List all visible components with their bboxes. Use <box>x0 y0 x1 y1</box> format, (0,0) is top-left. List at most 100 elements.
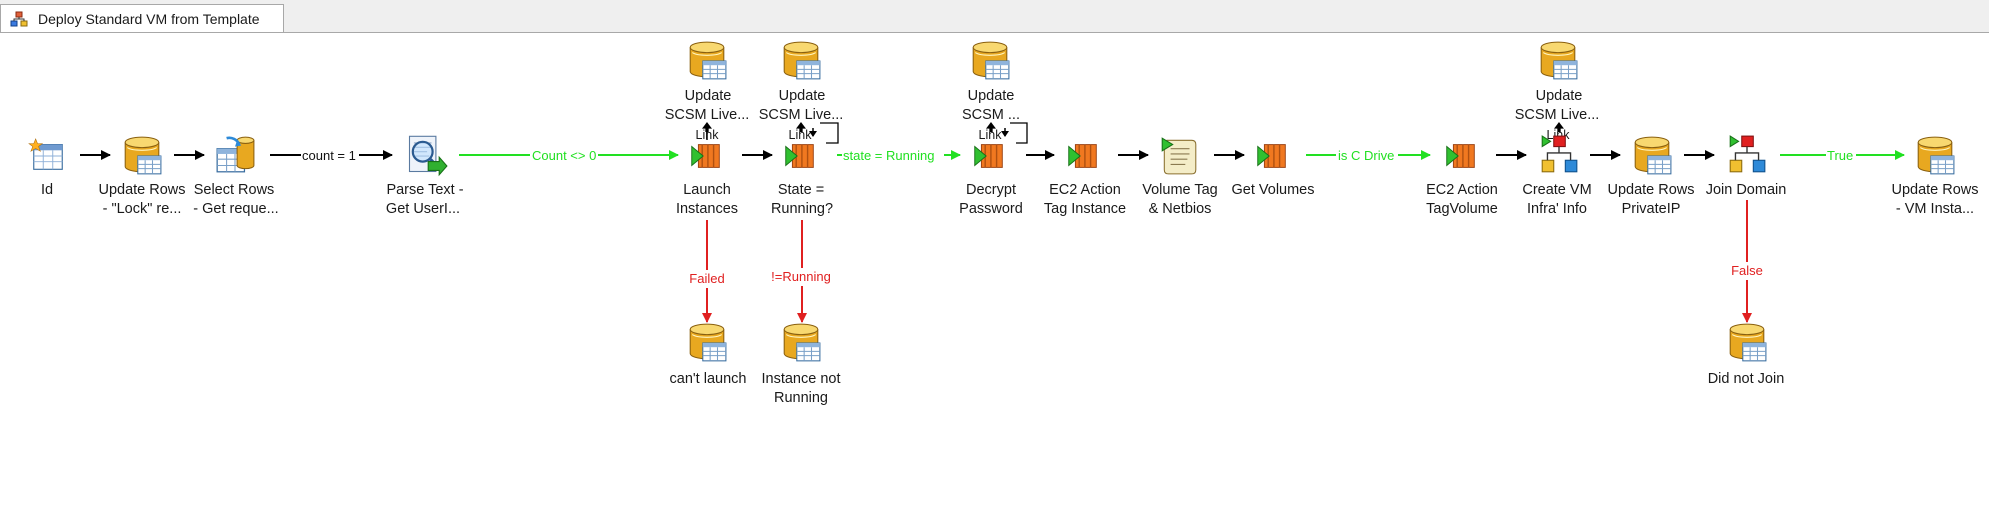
link-label-not-running: !=Running <box>771 269 831 284</box>
activity-ec2-tagvolume[interactable]: EC2 Action TagVolume <box>1426 143 1498 217</box>
activity-cant-launch[interactable]: can't launch <box>670 323 747 387</box>
branch-icon <box>1729 135 1766 173</box>
activity-label-2: SCSM ... <box>962 107 1020 123</box>
activity-label: Update Rows <box>98 182 185 198</box>
activity-label: Update Rows <box>1891 182 1978 198</box>
activity-update-rows-lock[interactable]: Update Rows - "Lock" re... <box>98 136 186 217</box>
select-rows-icon <box>215 135 256 174</box>
aws-action-icon <box>785 143 815 169</box>
database-icon <box>1729 323 1767 362</box>
activity-label: Select Rows <box>194 182 275 198</box>
link-parse-to-launch[interactable]: Count <> 0 <box>459 148 679 163</box>
activity-label-2: - VM Insta... <box>1896 201 1974 217</box>
activity-label: Update <box>968 88 1015 104</box>
activity-label-2: Infra' Info <box>1527 201 1587 217</box>
database-icon <box>1540 41 1578 80</box>
activity-volume-tag[interactable]: Volume Tag & Netbios <box>1142 137 1218 217</box>
aws-action-icon <box>1257 143 1287 169</box>
link-decrypt-to-update-scsm-3[interactable]: Link <box>979 122 1028 144</box>
tab-deploy-standard-vm[interactable]: Deploy Standard VM from Template <box>0 4 284 32</box>
activity-state-running[interactable]: State = Running? <box>771 143 833 217</box>
link-launch-failed[interactable]: Failed <box>689 220 725 323</box>
tab-title: Deploy Standard VM from Template <box>38 10 260 27</box>
database-icon <box>1917 136 1955 175</box>
activity-label: Update <box>685 88 732 104</box>
link-label-state-running: state = Running <box>843 148 934 163</box>
link-label-count-eq-1: count = 1 <box>302 148 356 163</box>
aws-action-icon <box>691 143 721 169</box>
activity-label: EC2 Action <box>1426 182 1498 198</box>
activity-label: Update <box>1536 88 1583 104</box>
activity-instance-not-running[interactable]: Instance not Running <box>762 323 841 406</box>
activity-create-vm-info[interactable]: Create VM Infra' Info <box>1522 135 1592 217</box>
activity-label-2: Tag Instance <box>1044 201 1126 217</box>
activity-label-2: Get UserI... <box>386 201 460 217</box>
activity-id[interactable]: Id <box>28 138 63 198</box>
tab-bar: Deploy Standard VM from Template <box>0 0 1989 33</box>
activity-update-scsm-2[interactable]: Update SCSM Live... <box>759 41 844 123</box>
activity-label-2: & Netbios <box>1149 201 1212 217</box>
database-icon <box>783 323 821 362</box>
activity-label: Update Rows <box>1607 182 1694 198</box>
link-join-to-update-vm[interactable]: True <box>1780 148 1905 163</box>
aws-action-icon <box>1446 143 1476 169</box>
link-get-volumes-to-ec2-tagvolume[interactable]: is C Drive <box>1306 148 1431 163</box>
activity-label: Id <box>41 182 53 198</box>
link-label-failed: Failed <box>689 271 724 286</box>
activity-label: Decrypt <box>966 182 1016 198</box>
branch-icon <box>1541 135 1578 173</box>
activity-update-scsm-1[interactable]: Update SCSM Live... <box>665 41 750 123</box>
link-state-to-decrypt[interactable]: state = Running <box>837 148 961 163</box>
workflow-icon <box>10 11 28 26</box>
link-word-3: Link <box>979 128 1003 142</box>
activity-label: Parse Text - <box>386 182 463 198</box>
activity-label: Update <box>779 88 826 104</box>
activity-label: can't launch <box>670 371 747 387</box>
activity-label: EC2 Action <box>1049 182 1121 198</box>
aws-action-icon <box>1068 143 1098 169</box>
activity-label-2: Password <box>959 201 1023 217</box>
script-icon <box>1161 137 1197 175</box>
parse-text-icon <box>407 134 448 177</box>
link-state-not-running[interactable]: !=Running <box>771 220 831 323</box>
link-select-to-parse[interactable]: count = 1 <box>270 148 393 163</box>
activity-label-2: SCSM Live... <box>1515 107 1600 123</box>
activity-label: Instance not <box>762 371 841 387</box>
link-join-false[interactable]: False <box>1731 200 1763 323</box>
link-launch-to-update-scsm-1[interactable]: Link <box>696 122 720 142</box>
activity-decrypt-password[interactable]: Decrypt Password <box>959 143 1023 217</box>
activity-label: Create VM <box>1522 182 1591 198</box>
activity-update-scsm-3[interactable]: Update SCSM ... <box>962 41 1020 123</box>
database-icon <box>124 136 162 175</box>
activity-select-rows[interactable]: Select Rows - Get reque... <box>193 135 279 217</box>
activity-label: Get Volumes <box>1231 182 1314 198</box>
activity-label-2: SCSM Live... <box>759 107 844 123</box>
database-icon <box>689 41 727 80</box>
activity-join-domain[interactable]: Join Domain <box>1706 135 1787 198</box>
activity-get-volumes[interactable]: Get Volumes <box>1231 143 1315 198</box>
database-icon <box>689 323 727 362</box>
link-label-false: False <box>1731 263 1763 278</box>
database-icon <box>783 41 821 80</box>
activity-ec2-tag-instance[interactable]: EC2 Action Tag Instance <box>1044 143 1126 217</box>
activity-update-scsm-4[interactable]: Update SCSM Live... <box>1515 41 1600 123</box>
activity-label-2: Running <box>774 390 828 406</box>
activity-parse-text[interactable]: Parse Text - Get UserI... <box>386 134 464 217</box>
activity-label-2: Running? <box>771 201 833 217</box>
activity-update-rows-vm-insta[interactable]: Update Rows - VM Insta... <box>1891 136 1979 217</box>
database-icon <box>1634 136 1672 175</box>
activity-label-2: - "Lock" re... <box>103 201 182 217</box>
activity-label-2: SCSM Live... <box>665 107 750 123</box>
workflow-canvas: count = 1 Count <> 0 state = Running is … <box>28 41 1979 406</box>
activity-launch-instances[interactable]: Launch Instances <box>676 143 738 217</box>
database-icon <box>972 41 1010 80</box>
activity-label: Volume Tag <box>1142 182 1218 198</box>
activity-label: Launch <box>683 182 731 198</box>
activity-did-not-join[interactable]: Did not Join <box>1708 323 1785 387</box>
activity-update-rows-privateip[interactable]: Update Rows PrivateIP <box>1607 136 1695 217</box>
activity-label: State = <box>778 182 824 198</box>
activity-label: Join Domain <box>1706 182 1787 198</box>
aws-action-icon <box>974 143 1004 169</box>
link-label-true: True <box>1827 148 1853 163</box>
link-state-to-update-scsm-2[interactable]: Link <box>789 122 839 144</box>
